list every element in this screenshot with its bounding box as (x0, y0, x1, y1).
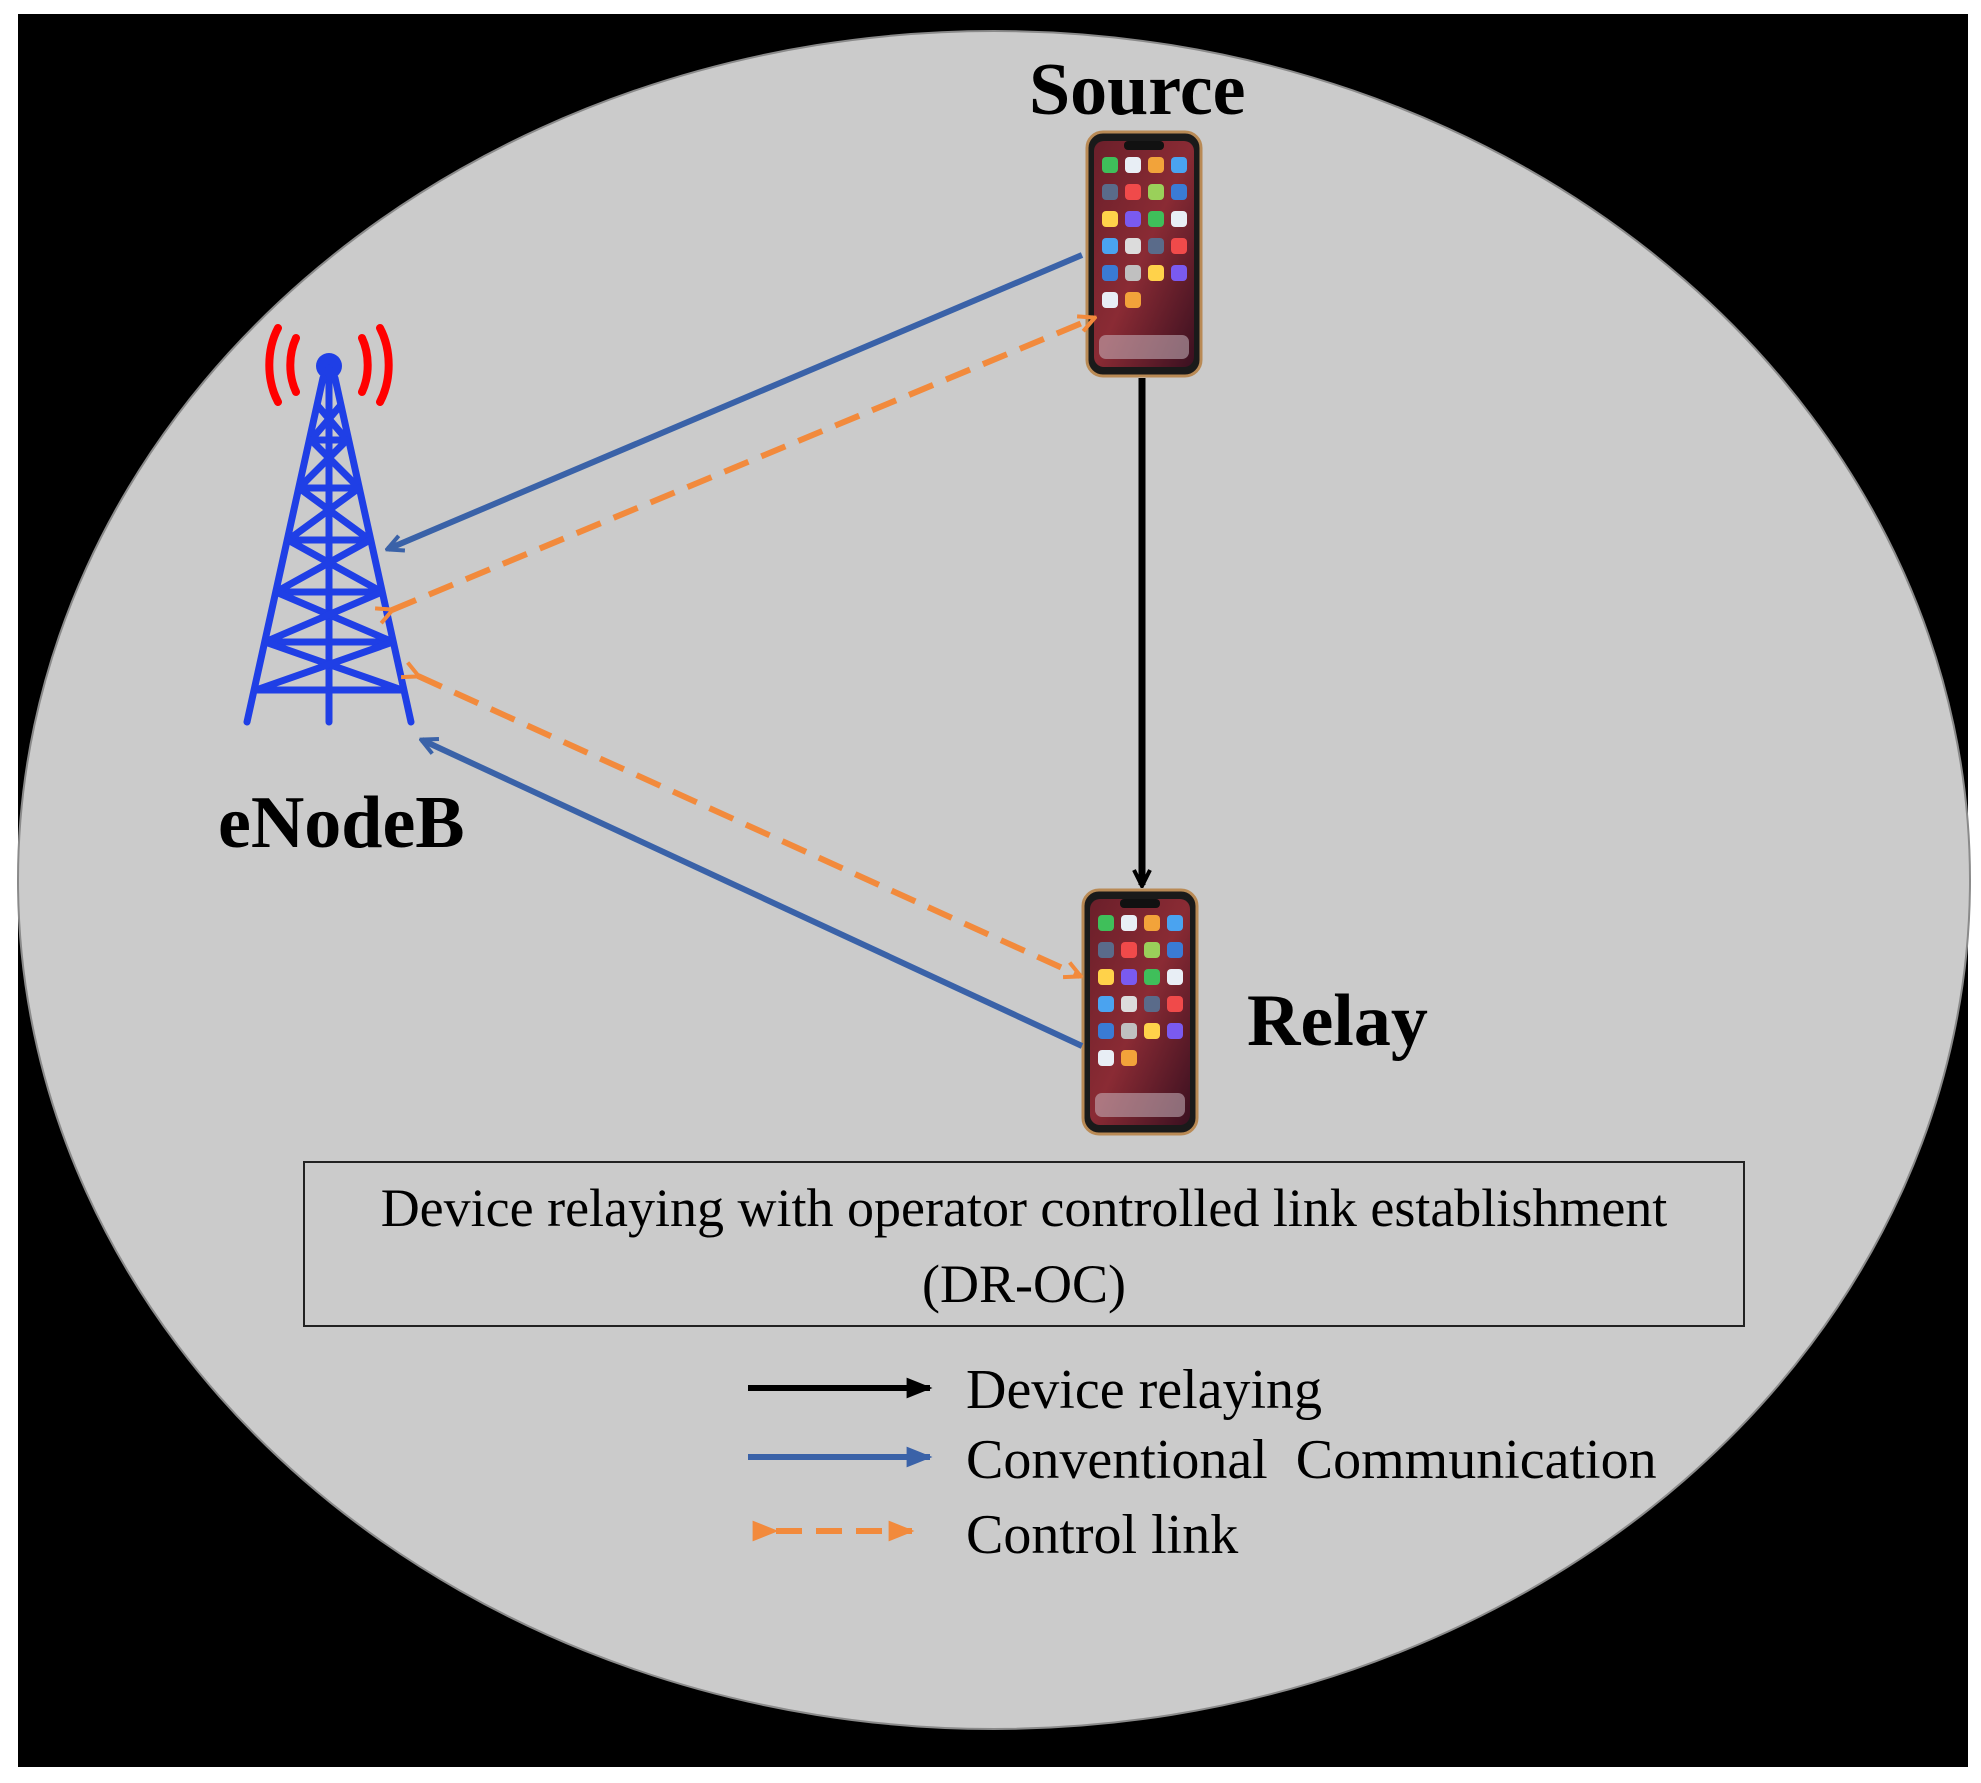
relay-label: Relay (1247, 980, 1428, 1062)
caption-line-1: Device relaying with operator controlled… (381, 1178, 1668, 1238)
legend-label-device-relaying: Device relaying (966, 1359, 1322, 1421)
legend: Device relaying Conventional Communicati… (748, 1359, 1657, 1566)
enodeb-label: eNodeB (218, 782, 465, 864)
caption-line-2: (DR-OC) (922, 1254, 1126, 1314)
relay-phone[interactable] (1081, 888, 1199, 1136)
legend-label-control-link: Control link (966, 1504, 1238, 1566)
legend-item-conventional-communication: Conventional Communication (748, 1429, 1657, 1491)
control-link-source (392, 318, 1094, 610)
control-link-relay (418, 676, 1080, 976)
legend-label-conventional-communication: Conventional Communication (966, 1429, 1657, 1491)
source-label: Source (1029, 49, 1246, 131)
caption-box: Device relaying with operator controlled… (303, 1161, 1745, 1327)
smartphone-icon (1085, 130, 1203, 378)
legend-item-device-relaying: Device relaying (748, 1359, 1322, 1421)
legend-item-control-link: Control link (752, 1504, 1238, 1566)
links (388, 252, 1142, 1049)
smartphone-icon (1081, 888, 1199, 1136)
source-phone[interactable] (1085, 130, 1203, 378)
conventional-link-relay (422, 740, 1084, 1049)
